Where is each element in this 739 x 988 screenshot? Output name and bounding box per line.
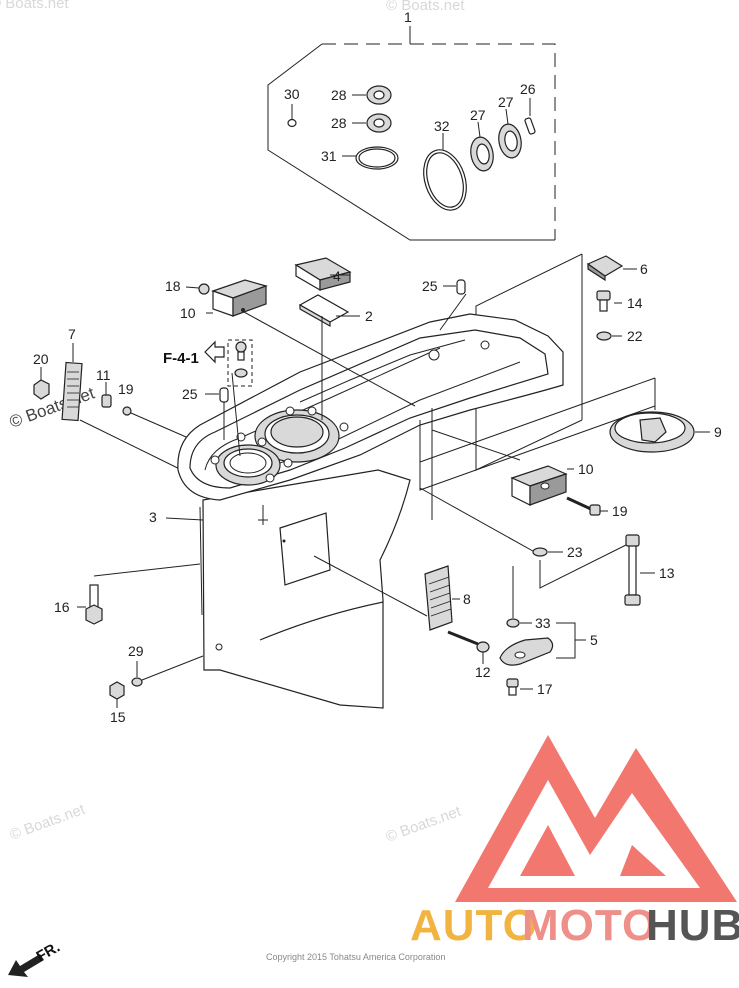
- callout-23: 23: [567, 544, 583, 560]
- callout-30: 30: [284, 86, 300, 102]
- part-32-o-ring-large: [423, 133, 467, 211]
- watermark-top-left: © Boats.net: [0, 0, 69, 12]
- watermark-bottom-mid: © Boats.net: [384, 803, 464, 846]
- part-19-bolt-lower: [566, 496, 608, 516]
- front-arrow: FR.: [8, 939, 63, 977]
- part-31-o-ring: [342, 146, 399, 170]
- part-28-bearing-upper: [352, 85, 392, 105]
- watermark-top-mid: © Boats.net: [386, 0, 465, 14]
- callout-5: 5: [590, 632, 598, 648]
- callout-20: 20: [33, 351, 49, 367]
- callout-16: 16: [54, 599, 70, 615]
- part-25-dowel-pin-left: [205, 387, 229, 403]
- part-2-plate: [298, 294, 350, 328]
- copyright-text: Copyright 2015 Tohatsu America Corporati…: [266, 952, 445, 962]
- callout-25-right: 25: [422, 278, 438, 294]
- part-12-screw: [447, 630, 490, 664]
- part-18-nut: [185, 283, 210, 295]
- part-27-oil-seal-left: [470, 121, 494, 172]
- callout-3: 3: [149, 509, 157, 525]
- callout-29: 29: [128, 643, 144, 659]
- part-22-washer: [596, 331, 622, 341]
- callout-25-left: 25: [182, 386, 198, 402]
- callout-22: 22: [627, 328, 643, 344]
- reference-f-4-1: F-4-1: [163, 339, 253, 387]
- part-29-washer: [131, 655, 204, 687]
- part-27-oil-seal-right: [498, 108, 522, 159]
- logo-word-moto: MOTO: [522, 901, 657, 950]
- callout-1: 1: [404, 9, 412, 25]
- part-19-screw-left: [122, 406, 132, 416]
- callout-10-upper: 10: [180, 305, 196, 321]
- callout-4: 4: [333, 268, 341, 284]
- callout-32: 32: [434, 118, 450, 134]
- part-14-bolt: [596, 290, 622, 312]
- part-10-anode-lower: [510, 465, 574, 506]
- part-11-bolt: [101, 382, 112, 408]
- part-6-cap: [586, 255, 637, 282]
- part-30-o-ring-small: [287, 104, 297, 128]
- callout-12: 12: [475, 664, 491, 680]
- reference-label: F-4-1: [163, 350, 199, 367]
- part-10-anode-upper: [206, 279, 268, 317]
- part-23-washer: [532, 547, 563, 557]
- callout-2: 2: [365, 308, 373, 324]
- callout-19-lower: 19: [612, 503, 628, 519]
- part-8-water-screen: [424, 565, 460, 631]
- kit-group-outline: [267, 26, 556, 241]
- part-26-pin: [524, 98, 536, 135]
- callout-27-right: 27: [498, 94, 514, 110]
- logo-word-auto: AUTO: [410, 901, 538, 950]
- part-7-water-strainer: [61, 343, 83, 422]
- callout-28-lower: 28: [331, 115, 347, 131]
- callout-10-lower: 10: [578, 461, 594, 477]
- callout-27-left: 27: [470, 107, 486, 123]
- callout-11: 11: [96, 367, 111, 383]
- callout-33: 33: [535, 615, 551, 631]
- callout-26: 26: [520, 81, 536, 97]
- part-3-gear-case: [177, 313, 564, 709]
- callout-15: 15: [110, 709, 126, 725]
- callout-19-left: 19: [118, 381, 134, 397]
- part-13-long-bolt: [624, 534, 655, 606]
- callout-9: 9: [714, 424, 722, 440]
- logo-word-hub: HUB: [646, 901, 739, 950]
- callout-14: 14: [627, 295, 643, 311]
- callout-17: 17: [537, 681, 553, 697]
- part-5-anode-assembly: [499, 622, 586, 666]
- part-33-washer: [506, 566, 532, 628]
- part-17-bolt: [506, 678, 533, 696]
- watermark-bottom-left: © Boats.net: [8, 801, 88, 844]
- callout-28-upper: 28: [331, 87, 347, 103]
- callout-13: 13: [659, 565, 675, 581]
- part-9-trim-tab: [609, 378, 710, 453]
- part-20-nut: [33, 367, 50, 400]
- automotohub-logo: AUTO MOTO HUB: [410, 735, 739, 950]
- part-25-dowel-pin-right: [443, 279, 466, 295]
- callout-18: 18: [165, 278, 181, 294]
- part-16-bolt: [77, 563, 201, 625]
- part-4-rubber-block: [294, 257, 352, 292]
- callout-6: 6: [640, 261, 648, 277]
- part-15-plug: [109, 681, 125, 708]
- callout-8: 8: [463, 591, 471, 607]
- callout-7: 7: [68, 326, 76, 342]
- part-28-bearing-lower: [352, 113, 392, 133]
- callout-31: 31: [321, 148, 337, 164]
- watermark-dark-left: © Boats.net: [7, 383, 97, 431]
